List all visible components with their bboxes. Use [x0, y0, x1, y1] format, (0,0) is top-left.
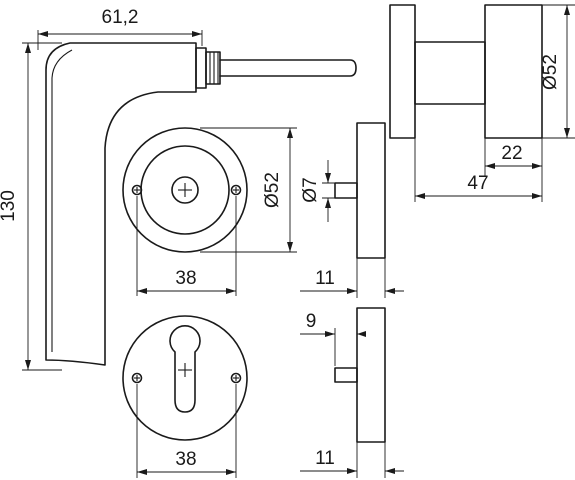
lever-collar: [205, 51, 221, 85]
knob-base-plate: [389, 4, 416, 139]
knob-side-view: [389, 4, 543, 139]
dim-handle-height: 130: [0, 42, 62, 371]
dim-knob-depth: 22: [484, 138, 543, 176]
label-screw-spacing-top: 38: [175, 268, 196, 289]
label-handle-width: 61,2: [102, 7, 139, 28]
dim-screw-spacing-top: 38: [136, 196, 237, 296]
rosette-top-side: [334, 122, 386, 259]
rosette-bottom: [122, 315, 248, 441]
rosette-side-plate: [356, 122, 386, 259]
cylinder-side-pin: [334, 367, 358, 383]
dim-cylinder-offset: 9: [300, 311, 366, 366]
label-screw-spacing-bottom: 38: [175, 449, 196, 470]
dim-rosette-thickness-bottom: 11: [300, 442, 404, 478]
label-spindle-diameter: Ø7: [300, 177, 321, 202]
rosette-top: [122, 127, 248, 253]
screw-left-icon: [131, 184, 143, 196]
label-knob-diameter: Ø52: [540, 54, 561, 90]
dim-rosette-thickness-top: 11: [300, 258, 404, 298]
cylinder-rosette-outer-ring: [122, 315, 248, 441]
rosette-bottom-side: [334, 307, 386, 443]
lever-neck: [195, 47, 207, 89]
dim-handle-width: 61,2: [37, 7, 203, 50]
label-cylinder-offset: 9: [306, 311, 317, 332]
screw-bottom-left-icon: [131, 372, 143, 384]
lever-handle-inner-edge: [51, 49, 73, 352]
label-handle-height: 130: [0, 190, 19, 222]
screw-bottom-right-icon: [230, 372, 242, 384]
knob-body: [484, 4, 543, 139]
lever-handle-outline: [45, 42, 197, 366]
label-knob-depth: 22: [501, 143, 522, 164]
dim-knob-projection: 47: [414, 138, 543, 202]
dim-rosette-diameter: Ø52: [200, 127, 297, 253]
label-knob-projection: 47: [467, 173, 488, 194]
spindle-side: [334, 182, 358, 199]
dim-screw-spacing-bottom: 38: [136, 384, 237, 478]
rosette-outer-ring: [122, 127, 248, 253]
cylinder-rosette-side-plate: [356, 307, 386, 443]
cylinder-cutout: [169, 325, 201, 413]
label-rosette-diameter: Ø52: [262, 172, 283, 208]
dim-knob-diameter: Ø52: [540, 4, 575, 139]
dim-spindle-diameter: Ø7: [300, 160, 345, 222]
label-rosette-thickness-bottom: 11: [315, 448, 335, 469]
spindle-hole: [171, 176, 199, 204]
screw-right-icon: [230, 184, 242, 196]
knob-neck: [414, 41, 486, 105]
lever-spindle: [219, 59, 357, 77]
label-rosette-thickness-top: 11: [315, 268, 335, 289]
lever-handle: [45, 42, 357, 366]
